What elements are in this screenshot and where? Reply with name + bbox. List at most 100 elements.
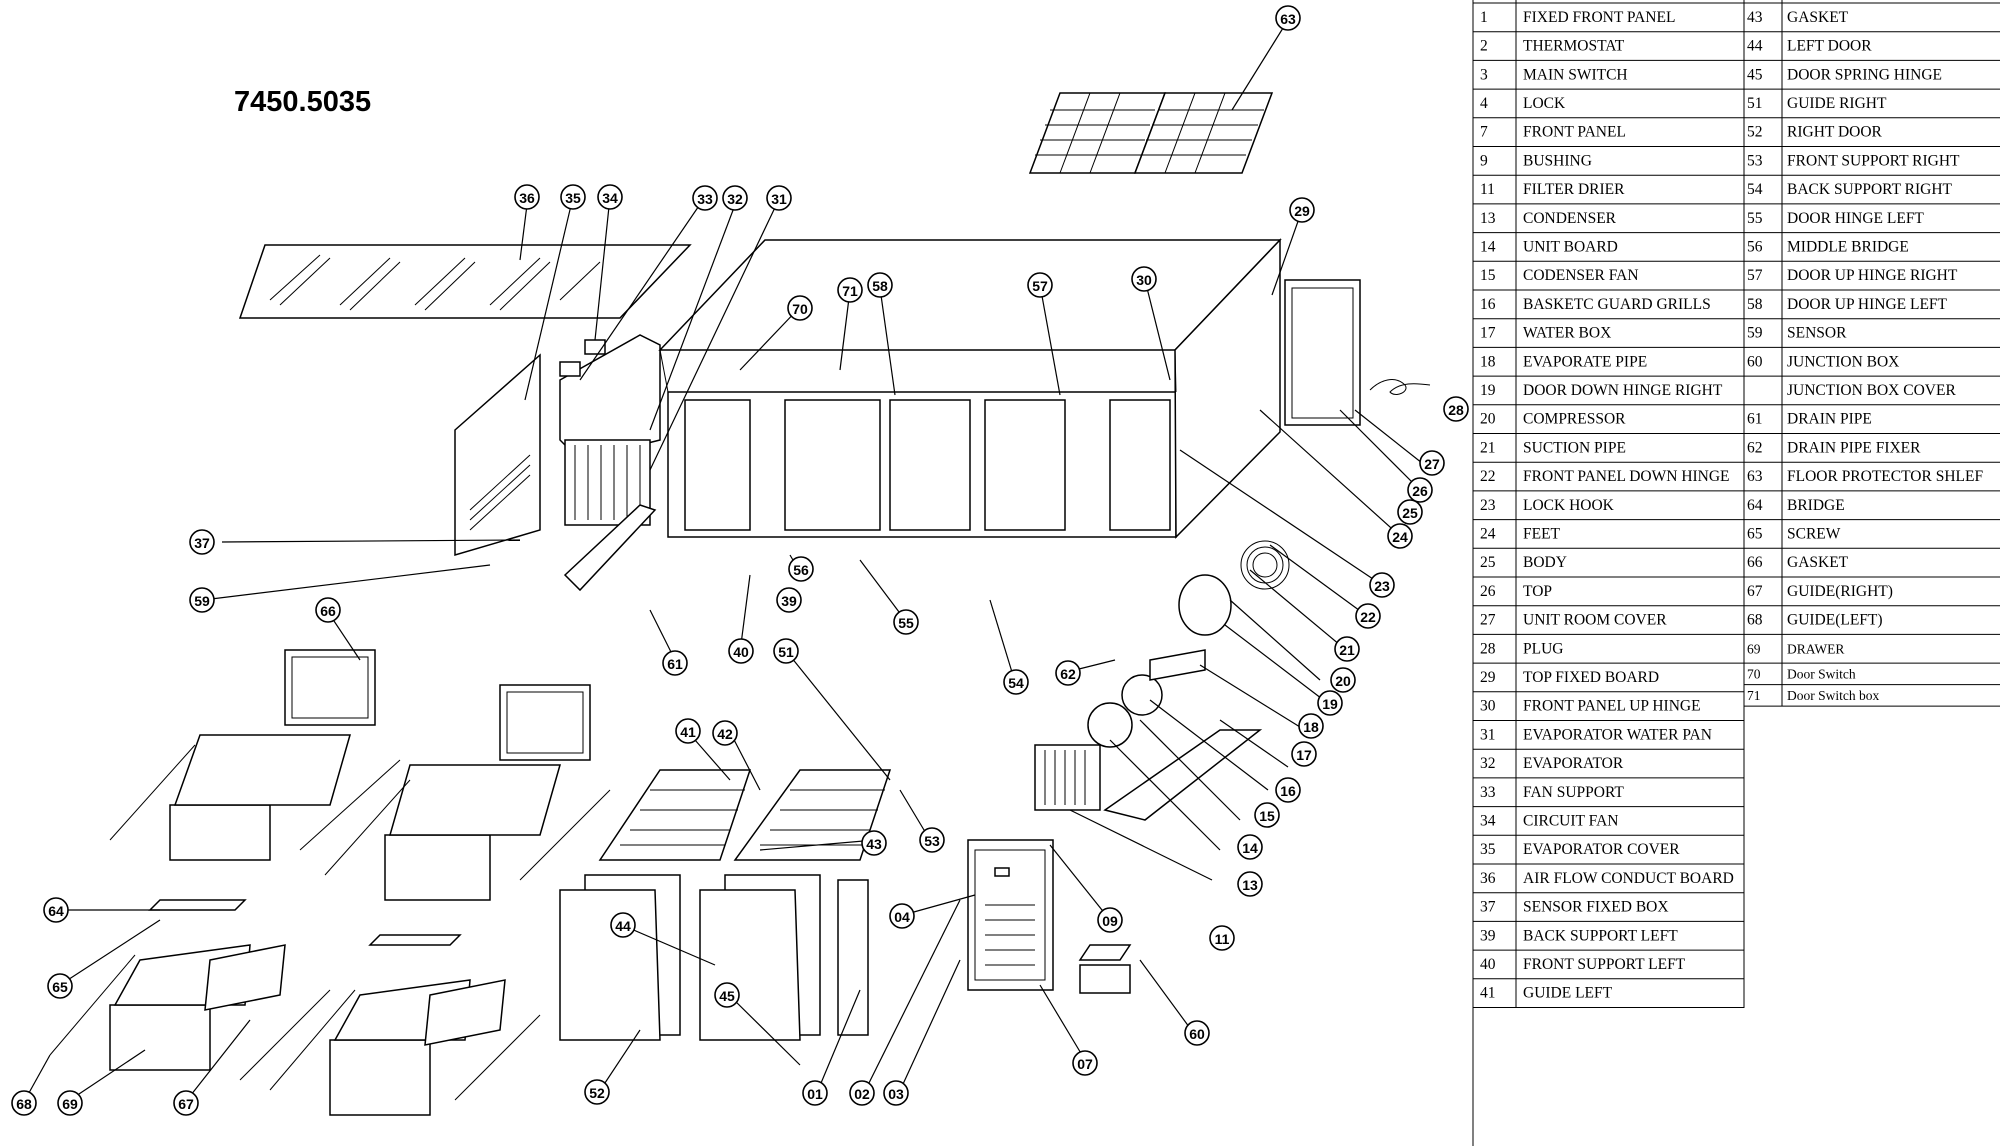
air-flow-conduct-board xyxy=(238,244,692,319)
callout-28: 28 xyxy=(1443,396,1469,422)
svg-text:34: 34 xyxy=(602,190,618,206)
parts-row-number: 22 xyxy=(1480,468,1496,485)
svg-text:29: 29 xyxy=(1294,203,1310,219)
junction-box xyxy=(1078,944,1132,994)
svg-text:07: 07 xyxy=(1077,1056,1093,1072)
callout-20: 20 xyxy=(1330,667,1356,693)
callout-15: 15 xyxy=(1254,802,1280,828)
svg-text:39: 39 xyxy=(781,593,797,609)
svg-text:42: 42 xyxy=(717,726,733,742)
parts-row-number: 40 xyxy=(1480,956,1496,973)
callout-45: 45 xyxy=(714,982,740,1008)
parts-row-name: Door Switch box xyxy=(1787,688,1879,703)
parts-row-name: DOOR HINGE LEFT xyxy=(1787,210,1924,227)
parts-row-name: FRONT PANEL DOWN HINGE xyxy=(1523,468,1730,485)
parts-row-number: 3 xyxy=(1480,66,1488,83)
parts-row-number: 58 xyxy=(1747,296,1763,313)
parts-row-name: CODENSER FAN xyxy=(1523,267,1639,284)
svg-text:11: 11 xyxy=(1215,931,1230,947)
svg-text:58: 58 xyxy=(872,278,888,294)
svg-text:45: 45 xyxy=(719,988,735,1004)
callout-23: 23 xyxy=(1369,572,1395,598)
cabinet-body xyxy=(658,238,1282,539)
callout-58: 58 xyxy=(867,272,893,298)
parts-row-name: GUIDE(RIGHT) xyxy=(1787,583,1893,600)
parts-row-number: 69 xyxy=(1747,641,1761,656)
parts-row-number: 44 xyxy=(1747,38,1763,55)
parts-row-name: MAIN SWITCH xyxy=(1523,66,1628,83)
parts-row-name: BUSHING xyxy=(1523,152,1592,169)
svg-text:32: 32 xyxy=(727,191,743,207)
parts-row-number: 67 xyxy=(1747,583,1763,600)
parts-row-name: LOCK xyxy=(1523,95,1566,112)
callout-31: 31 xyxy=(766,185,792,211)
evaporator-assembly xyxy=(559,334,661,526)
svg-text:02: 02 xyxy=(854,1086,870,1102)
parts-row-number: 36 xyxy=(1480,870,1496,887)
svg-text:64: 64 xyxy=(48,903,64,919)
parts-row-name: CONDENSER xyxy=(1523,210,1617,227)
parts-row-name: COMPRESSOR xyxy=(1523,411,1626,428)
parts-row-number: 39 xyxy=(1480,927,1496,944)
parts-row-number: 66 xyxy=(1747,554,1763,571)
model-number: 7450.5035 xyxy=(234,86,372,118)
callout-36: 36 xyxy=(514,184,540,210)
parts-row-number: 57 xyxy=(1747,267,1763,284)
callout-62: 62 xyxy=(1055,660,1081,686)
parts-row-number: 45 xyxy=(1747,66,1763,83)
parts-row-number: 25 xyxy=(1480,554,1496,571)
svg-text:40: 40 xyxy=(733,644,749,660)
parts-row-name: FILTER DRIER xyxy=(1523,181,1625,198)
parts-row-number: 55 xyxy=(1747,210,1763,227)
svg-text:33: 33 xyxy=(697,191,713,207)
svg-text:18: 18 xyxy=(1303,719,1319,735)
callout-32: 32 xyxy=(722,185,748,211)
parts-row-number: 20 xyxy=(1480,411,1496,428)
parts-row-name: Door Switch xyxy=(1787,666,1856,681)
callout-19: 19 xyxy=(1317,690,1343,716)
svg-text:01: 01 xyxy=(807,1086,823,1102)
parts-row-name: BACK SUPPORT RIGHT xyxy=(1787,181,1953,198)
parts-row-name: DRAIN PIPE FIXER xyxy=(1787,439,1921,456)
parts-row-name: LEFT DOOR xyxy=(1787,38,1872,55)
svg-text:23: 23 xyxy=(1374,578,1390,594)
parts-row-name: FIXED FRONT PANEL xyxy=(1523,9,1675,26)
callout-18: 18 xyxy=(1298,713,1324,739)
svg-text:14: 14 xyxy=(1242,840,1258,856)
condenser-assembly xyxy=(1034,674,1263,821)
callout-24: 24 xyxy=(1387,523,1413,549)
svg-text:35: 35 xyxy=(565,190,581,206)
parts-row-name: DOOR UP HINGE RIGHT xyxy=(1787,267,1958,284)
svg-text:60: 60 xyxy=(1189,1026,1205,1042)
parts-row-number: 71 xyxy=(1747,688,1761,703)
exploded-parts-diagram: 0102030407091113141516171819202122232425… xyxy=(11,5,1469,1116)
callout-69: 69 xyxy=(57,1090,83,1116)
parts-row-name: BRIDGE xyxy=(1787,497,1845,514)
svg-text:24: 24 xyxy=(1392,529,1408,545)
parts-row-number: 56 xyxy=(1747,238,1763,255)
callout-25: 25 xyxy=(1397,499,1423,525)
svg-text:16: 16 xyxy=(1280,783,1296,799)
parts-row-name: EVAPORATOR xyxy=(1523,755,1624,772)
parts-row-name: GASKET xyxy=(1787,9,1849,26)
parts-row-number: 61 xyxy=(1747,411,1763,428)
svg-text:15: 15 xyxy=(1259,808,1275,824)
callout-07: 07 xyxy=(1072,1050,1098,1076)
svg-text:19: 19 xyxy=(1322,696,1338,712)
callout-65: 65 xyxy=(47,973,73,999)
svg-text:63: 63 xyxy=(1280,11,1296,27)
callout-13: 13 xyxy=(1237,871,1263,897)
callout-57: 57 xyxy=(1027,272,1053,298)
cabinet-doors xyxy=(559,874,869,1041)
parts-row-number: 53 xyxy=(1747,152,1763,169)
front-panel xyxy=(967,839,1054,991)
parts-row-number: 18 xyxy=(1480,353,1496,370)
callout-63: 63 xyxy=(1275,5,1301,31)
evaporator-cover-panel xyxy=(454,353,541,557)
svg-text:54: 54 xyxy=(1008,675,1024,691)
parts-row-number: 11 xyxy=(1480,181,1495,198)
parts-row-name: GASKET xyxy=(1787,554,1849,571)
parts-row-name: FLOOR PROTECTOR SHLEF xyxy=(1787,468,1983,485)
parts-row-name: RIGHT DOOR xyxy=(1787,124,1883,141)
